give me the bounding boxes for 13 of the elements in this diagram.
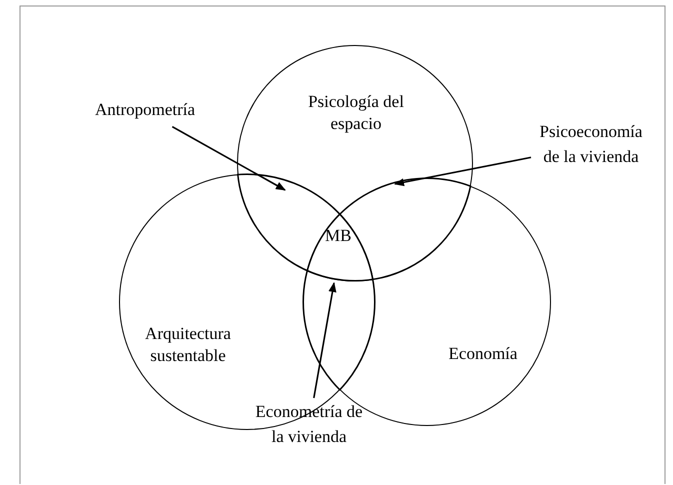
term-label: Antropometría (70, 98, 220, 123)
intersection-label: MB (325, 225, 352, 247)
set-label: Arquitectura sustentable (144, 323, 232, 368)
overlap-region (302, 213, 376, 391)
set-circle (237, 45, 473, 281)
leader-arrow (394, 156, 532, 186)
leader-arrow (313, 282, 336, 398)
leader-arrow (172, 126, 286, 191)
overlap-region (306, 178, 472, 282)
set-circle (119, 174, 375, 430)
term-label: Psicoeconomía de la vivienda (535, 120, 647, 170)
set-label: Economía (448, 343, 518, 365)
set-label: Psicología del espacio (307, 91, 405, 136)
